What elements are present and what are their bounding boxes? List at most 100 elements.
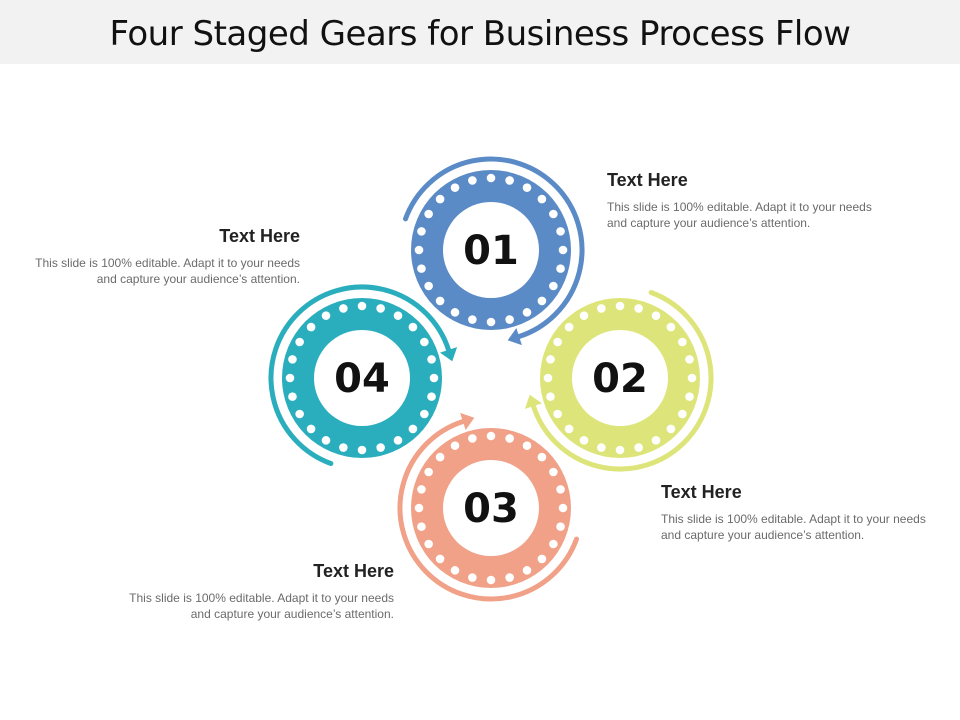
gear-02-ring-arc: [530, 289, 714, 472]
gear-02-tooth-hole: [666, 322, 676, 332]
gear-04-tooth-hole: [339, 304, 348, 313]
gear-01: 01: [402, 156, 585, 346]
gear-01-tooth-hole: [435, 194, 445, 204]
stage-03-heading: Text Here: [313, 561, 394, 581]
gear-04-tooth-hole: [288, 355, 297, 364]
stage-04-text: Text Here This slide is 100% editable. A…: [30, 226, 300, 287]
gear-03: 03: [397, 412, 580, 602]
stage-04-number: 04: [334, 356, 390, 402]
gear-01-tooth-hole: [417, 264, 426, 273]
gear-02-tooth-hole: [546, 392, 555, 401]
gear-01-tooth-hole: [537, 194, 547, 204]
gear-04-center: [314, 330, 410, 426]
gear-03-tooth-hole: [424, 467, 433, 477]
gear-02-tooth-hole: [685, 392, 694, 401]
gear-03-tooth-hole: [549, 467, 558, 477]
gear-04-tooth-hole: [376, 304, 385, 313]
gear-02-tooth-hole: [597, 443, 606, 452]
gear-02-tooth-hole: [579, 311, 589, 320]
gear-02-tooth-hole: [634, 304, 643, 313]
gear-01-tooth-hole: [537, 296, 547, 306]
gear-04-tooth-hole: [321, 436, 331, 445]
gear-02-tooth-hole: [678, 409, 687, 419]
gear-03-tooth-hole: [486, 575, 496, 585]
gear-03-tooth-hole: [522, 441, 532, 450]
page-title: Four Staged Gears for Business Process F…: [109, 14, 851, 54]
gear-03-arrowhead: [460, 412, 475, 431]
gear-02-tooth-hole: [666, 424, 676, 434]
stage-01-number: 01: [463, 228, 519, 274]
stage-02-text: Text Here This slide is 100% editable. A…: [661, 482, 931, 543]
gear-04-tooth-hole: [420, 337, 429, 347]
gear-04-tooth-hole: [295, 337, 304, 347]
gear-04-tooth-hole: [306, 322, 316, 332]
gear-04-tooth-hole: [393, 436, 403, 445]
stage-01-body: This slide is 100% editable. Adapt it to…: [607, 200, 872, 230]
gear-04-tooth-hole: [357, 301, 367, 311]
gear-01-center: [443, 202, 539, 298]
gear-01-tooth-hole: [468, 176, 477, 185]
stage-03-body: This slide is 100% editable. Adapt it to…: [129, 591, 394, 621]
stage-03-number: 03: [463, 486, 519, 532]
gear-02-tooth-hole: [597, 304, 606, 313]
title-bar: [0, 0, 960, 64]
gear-04-tooth-hole: [427, 392, 436, 401]
gear-01-tooth-hole: [417, 227, 426, 236]
stage-02-number: 02: [592, 356, 648, 402]
gear-04-ring-arc: [268, 284, 452, 467]
gear-03-tooth-hole: [468, 434, 477, 443]
stage-01-heading: Text Here: [607, 170, 688, 190]
gear-03-center: [443, 460, 539, 556]
stage-04-body: This slide is 100% editable. Adapt it to…: [35, 256, 300, 286]
gear-03-tooth-hole: [468, 573, 477, 582]
gear-03-tooth-hole: [522, 566, 532, 575]
gear-01-tooth-hole: [522, 308, 532, 317]
gear-01-ring-arc: [402, 156, 585, 340]
gear-02-tooth-hole: [615, 301, 625, 311]
gear-03-tooth-hole: [537, 452, 547, 462]
gear-04-tooth-hole: [408, 322, 418, 332]
gear-03-tooth-hole: [486, 431, 496, 441]
stage-04-heading: Text Here: [219, 226, 300, 246]
gear-01-tooth-hole: [486, 173, 496, 183]
gear-04-tooth-hole: [321, 311, 331, 320]
gear-03-tooth-hole: [417, 522, 426, 531]
gear-02-tooth-hole: [678, 337, 687, 347]
gear-04: 04: [268, 284, 458, 467]
gear-03-ring-arc: [397, 418, 580, 602]
gear-01-tooth-hole: [522, 183, 532, 192]
gear-03-tooth-hole: [505, 573, 514, 582]
gear-04-tooth-hole: [295, 409, 304, 419]
gear-02-tooth-hole: [543, 373, 553, 383]
gear-02-tooth-hole: [564, 322, 574, 332]
gear-03-tooth-hole: [505, 434, 514, 443]
gear-03-tooth-hole: [414, 503, 424, 513]
gear-03-tooth-hole: [549, 539, 558, 549]
gear-03-tooth-hole: [556, 485, 565, 494]
gear-01-tooth-hole: [558, 245, 568, 255]
gear-03-tooth-hole: [417, 485, 426, 494]
gear-02-tooth-hole: [634, 443, 643, 452]
stage-02-heading: Text Here: [661, 482, 742, 502]
stage-01-text: Text Here This slide is 100% editable. A…: [607, 170, 877, 231]
gear-02-tooth-hole: [553, 337, 562, 347]
gear-01-tooth-hole: [468, 315, 477, 324]
gear-02-tooth-hole: [687, 373, 697, 383]
stage-02-body: This slide is 100% editable. Adapt it to…: [661, 512, 926, 542]
gear-01-tooth-hole: [450, 183, 460, 192]
gear-01-tooth-hole: [549, 209, 558, 219]
gear-04-tooth-hole: [306, 424, 316, 434]
gear-04-tooth-hole: [285, 373, 295, 383]
gear-03-tooth-hole: [435, 554, 445, 564]
gear-03-tooth-hole: [424, 539, 433, 549]
gear-02-tooth-hole: [651, 311, 661, 320]
gear-04-tooth-hole: [420, 409, 429, 419]
gear-01-tooth-hole: [414, 245, 424, 255]
gear-04-arrowhead: [439, 347, 458, 362]
gear-03-tooth-hole: [450, 566, 460, 575]
gear-04-tooth-hole: [339, 443, 348, 452]
gear-03-tooth-hole: [556, 522, 565, 531]
gear-02-tooth-hole: [546, 355, 555, 364]
gear-02-tooth-hole: [685, 355, 694, 364]
